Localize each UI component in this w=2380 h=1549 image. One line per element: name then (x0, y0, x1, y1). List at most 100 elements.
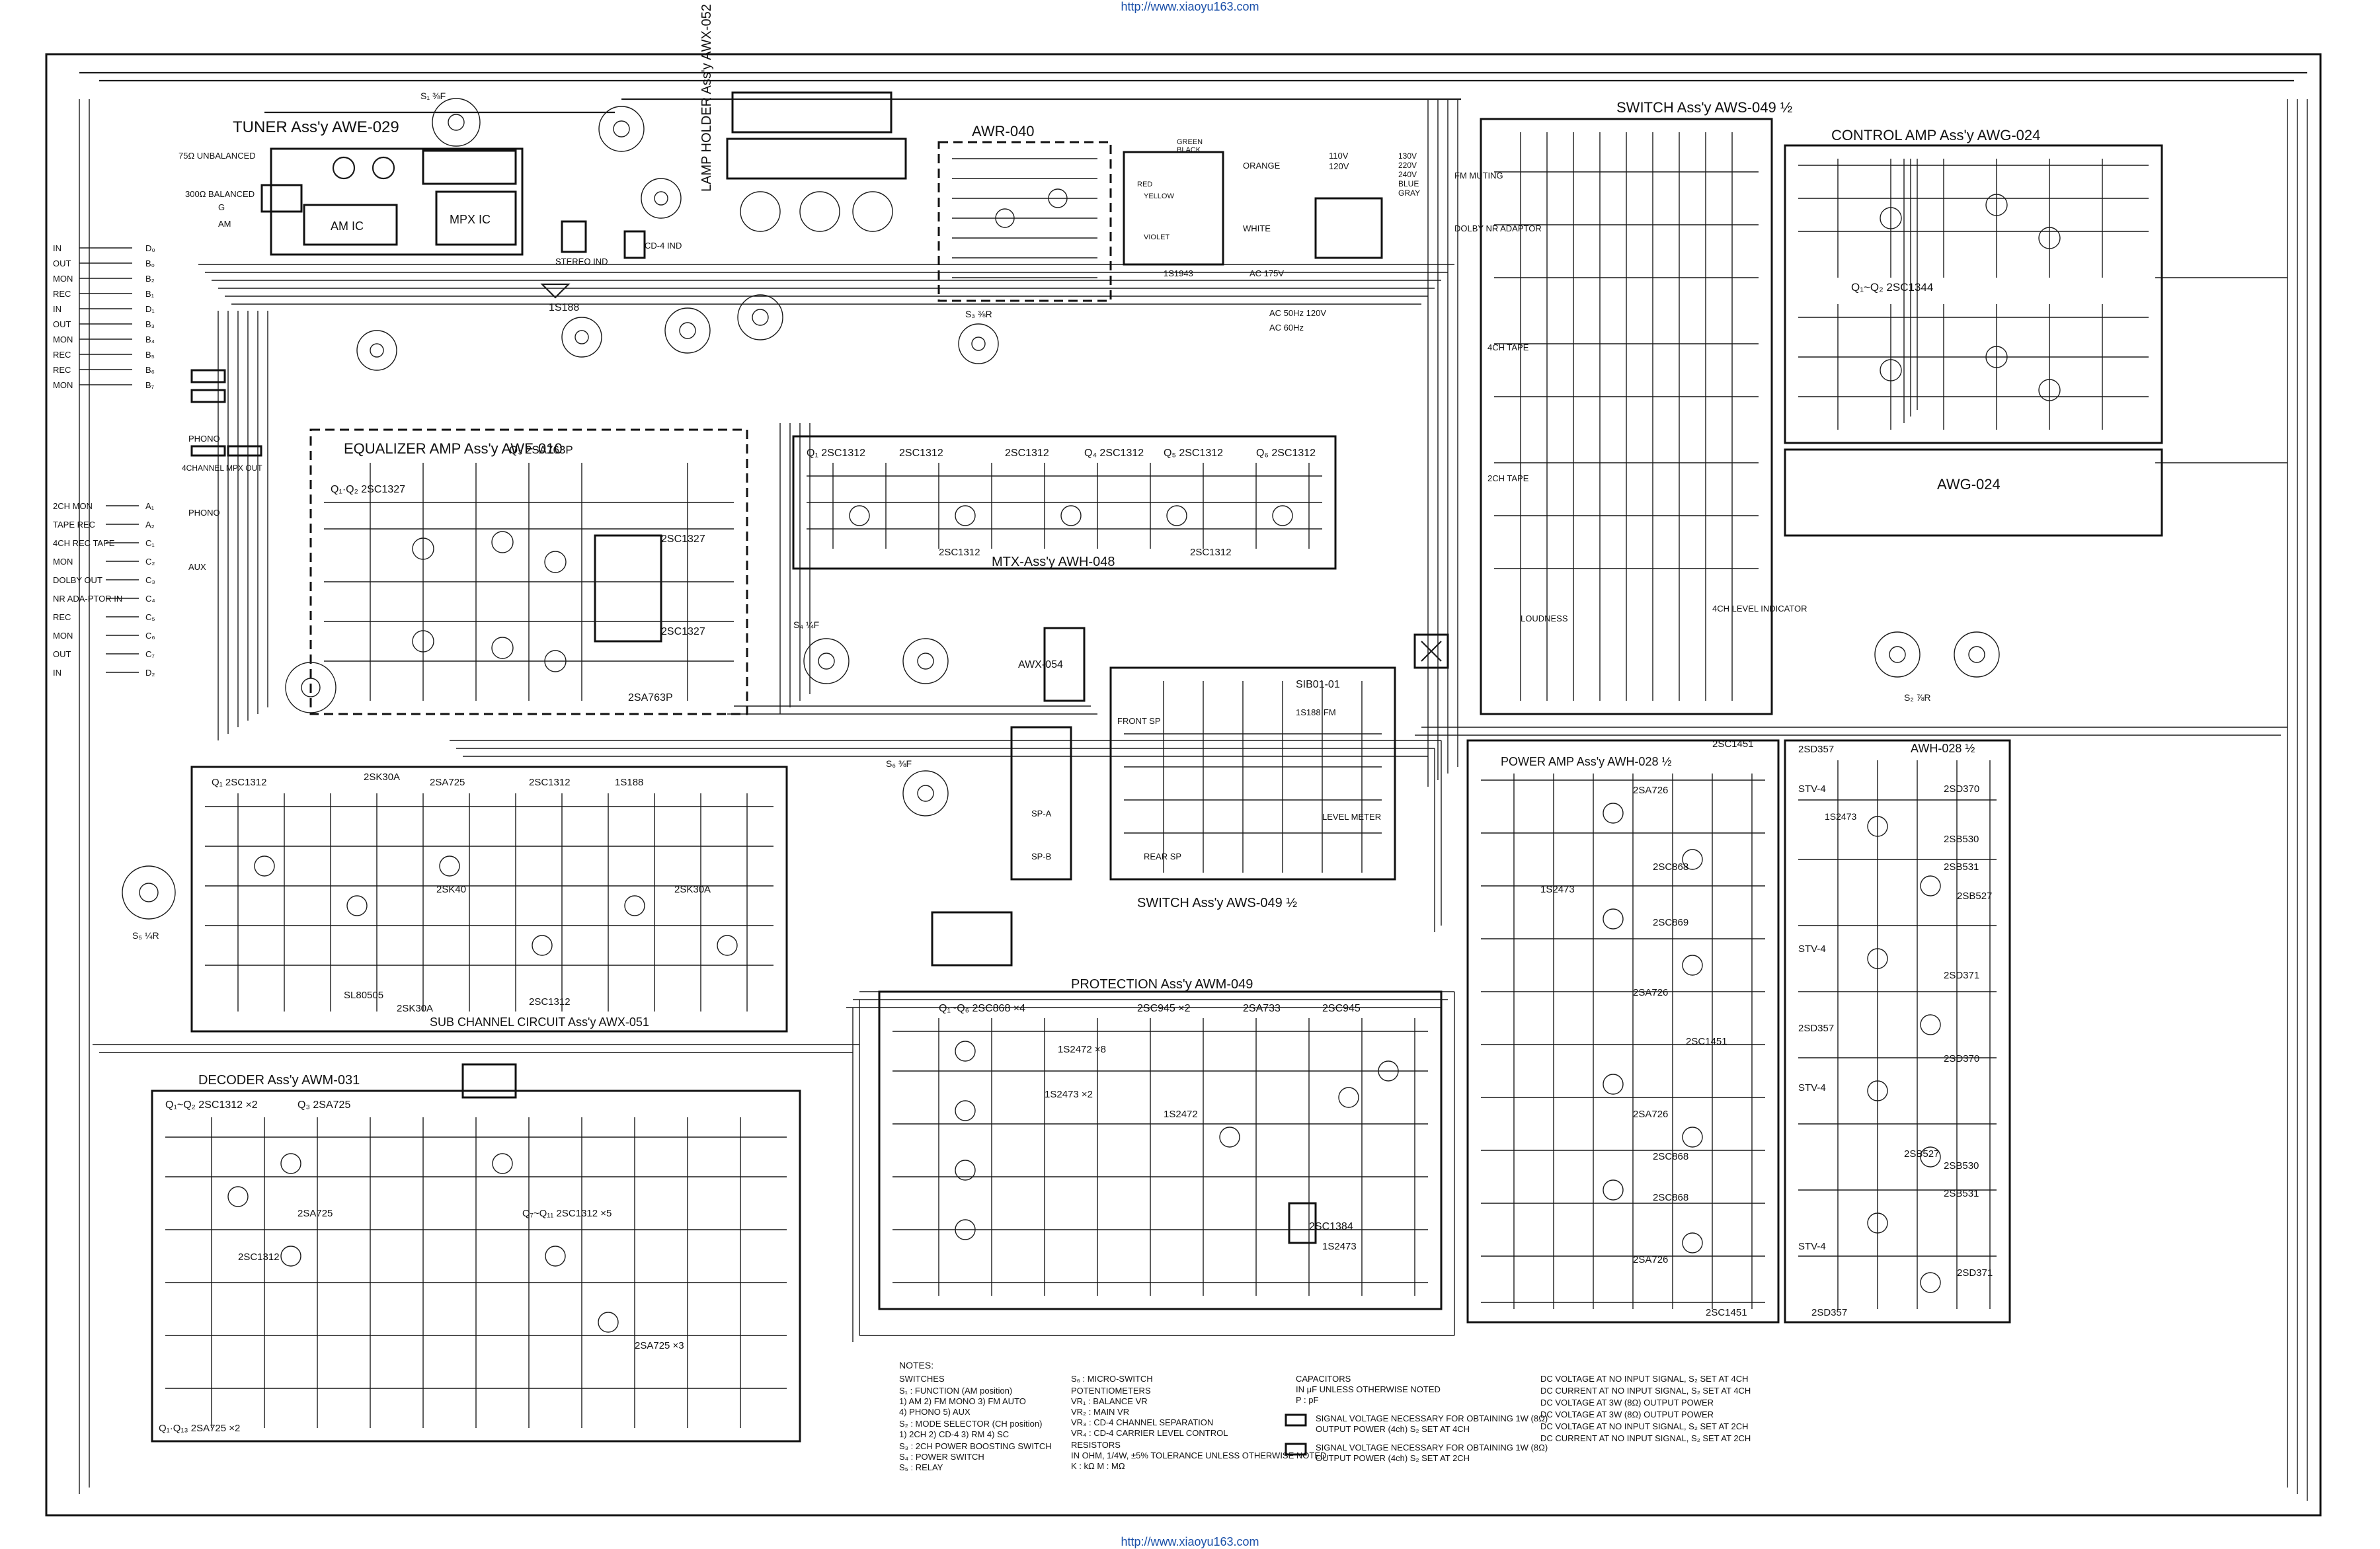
pa-t10: 2SA726 (1633, 1254, 1668, 1265)
note-sw-6: S₃ : 2CH POWER BOOSTING SWITCH (899, 1441, 1052, 1451)
sub-q7: 2SK30A (674, 884, 711, 895)
tuner-in-75: 75Ω UNBALANCED (178, 151, 256, 161)
pa-t9: 2SC868 (1653, 1192, 1688, 1203)
wire-gray: GREEN (1177, 138, 1203, 146)
tuner-title: TUNER Ass'y AWE-029 (233, 118, 399, 136)
watermark-top[interactable]: http://www.xiaoyu163.com (1121, 0, 1259, 13)
note-sw-1: S₁ : FUNCTION (AM position) (899, 1386, 1012, 1396)
note-sig-0: SIGNAL VOLTAGE NECESSARY FOR OBTAINING 1… (1316, 1413, 1548, 1423)
sib-label: SIB01-01 (1296, 679, 1340, 690)
lt2-6-name: REC (53, 612, 71, 622)
sub-q8: 2SC1312 (529, 996, 571, 1008)
tuner-in-300: 300Ω BALANCED (185, 189, 255, 199)
sub-q6: 2SK40 (436, 884, 466, 895)
pa-t0: 2SC1451 (1712, 738, 1754, 750)
pb-t11: STV-4 (1798, 1082, 1826, 1093)
pa-t4: 1S2473 (1540, 884, 1575, 895)
mtx-q3: 2SC1312 (1005, 448, 1049, 459)
input-mpx: 4CHANNEL MPX OUT (182, 463, 262, 473)
pb-t6: 2SB527 (1957, 891, 1992, 902)
s6-label: S₆ ⅜F (886, 758, 912, 769)
lt-6-pin: B₄ (145, 335, 155, 344)
protection-section: PROTECTION Ass'y AWM-049 Q₁~Q₆ 2SC868 ×4… (878, 977, 1443, 1310)
lt-0-name: IN (53, 243, 61, 253)
lt-1-name: OUT (53, 258, 71, 268)
lt-7-pin: B₅ (145, 350, 155, 360)
lt2-9-name: IN (53, 668, 61, 678)
note-cap-2: P : pF (1296, 1395, 1319, 1405)
lt2-1-name: TAPE REC (53, 520, 95, 530)
pb-t17: 2SD357 (1811, 1307, 1847, 1318)
sp-a-label: SP-A (1031, 809, 1052, 818)
wire-red: VIOLET (1144, 233, 1170, 241)
pa-t11: 2SC1451 (1706, 1307, 1747, 1318)
input-aux: AUX (188, 562, 206, 572)
pb-t15: STV-4 (1798, 1241, 1826, 1252)
awg-box-label: AWG-024 (1937, 476, 2001, 493)
note-pot-7: IN OHM, 1/4W, ±5% TOLERANCE UNLESS OTHER… (1071, 1450, 1326, 1460)
note-pot-3: VR₂ : MAIN VR (1071, 1407, 1129, 1417)
prot-d2: 1S2473 ×2 (1045, 1089, 1093, 1100)
note-cap-0: CAPACITORS (1296, 1374, 1351, 1384)
lt2-4-name: DOLBY OUT (53, 575, 102, 585)
lt-2-name: MON (53, 274, 73, 284)
eq-2sc1327a: 2SC1327 (661, 534, 705, 545)
mtx-q5: Q₅ 2SC1312 (1164, 448, 1223, 459)
input-phono: PHONO (188, 434, 220, 444)
switch-mid-section: AWX-054 SP-A SP-B FRONT SP REAR SP SIB01… (931, 627, 1396, 967)
pb-t12: 2SB527 (1904, 1148, 1939, 1160)
rotary-switches (285, 294, 949, 816)
dec-q1: Q₁~Q₂ 2SC1312 ×2 (165, 1099, 258, 1111)
decoder-section: DECODER Ass'y AWM-031 Q₁~Q₂ 2SC1312 ×2 Q… (151, 1063, 801, 1443)
pb-t4: 2SB530 (1944, 834, 1979, 845)
wire-violet: 1S1943 (1164, 268, 1193, 278)
note-sw-8: S₅ : RELAY (899, 1462, 943, 1472)
two-channel-label: AC 60Hz (1269, 323, 1304, 333)
equalizer-title: EQUALIZER AMP Ass'y AWF-010 (344, 440, 563, 457)
wire-blue: ORANGE (1243, 161, 1281, 171)
sub-q3: 2SA725 (430, 777, 465, 788)
v240: GRAY (1398, 188, 1420, 198)
notes-section: NOTES: SWITCHES S₁ : FUNCTION (AM positi… (899, 1360, 1751, 1472)
pa-t6: 2SC1451 (1686, 1036, 1727, 1047)
power-amp-section: POWER AMP Ass'y AWH-028 ½ 2SC1451 2SA726… (1466, 738, 1780, 1324)
lt-8-pin: B₆ (145, 365, 155, 375)
tuner-in-am: AM (218, 219, 231, 229)
lt-3-pin: B₁ (145, 289, 155, 299)
pa-t3: 2SC869 (1653, 917, 1688, 928)
dec-q4: 2SA725 (298, 1208, 333, 1219)
sub-q2: 2SK30A (364, 772, 400, 783)
lt-3-name: REC (53, 289, 71, 299)
note-pot-0: S₆ : MICRO-SWITCH (1071, 1374, 1153, 1384)
pa-t2: 2SC868 (1653, 861, 1688, 873)
prot-d3: 1S2472 (1164, 1109, 1198, 1120)
mtx-q2: 2SC1312 (899, 448, 943, 459)
pb-t16: 2SD371 (1957, 1267, 1993, 1279)
pb-t8: 2SD371 (1944, 970, 1979, 981)
note-dc-3: DC VOLTAGE AT 3W (8Ω) OUTPUT POWER (1540, 1410, 1714, 1419)
watermark-bottom[interactable]: http://www.xiaoyu163.com (1121, 1535, 1259, 1548)
2ch-tape-label: 2CH TAPE (1488, 473, 1529, 483)
note-pot-4: VR₃ : CD-4 CHANNEL SEPARATION (1071, 1417, 1213, 1427)
lt-9-name: MON (53, 380, 73, 390)
lt2-5-name: NR ADA-PTOR IN (53, 594, 122, 604)
tuner-in-g: G (218, 202, 225, 212)
pa-t7: 2SA726 (1633, 1109, 1668, 1120)
sub-channel-title: SUB CHANNEL CIRCUIT Ass'y AWX-051 (430, 1015, 649, 1029)
note-sw-5: 1) 2CH 2) CD-4 3) RM 4) SC (899, 1429, 1009, 1439)
pb-t1: STV-4 (1798, 783, 1826, 795)
note-sw-7: S₄ : POWER SWITCH (899, 1452, 984, 1462)
lamp-holder-title: LAMP HOLDER Ass'y AWX-052 (699, 4, 714, 192)
outer-frame (45, 53, 2322, 1517)
lt2-6-pin: C₅ (145, 612, 155, 622)
dec-q12: 2SA725 ×3 (635, 1340, 684, 1351)
sub-q4: 2SC1312 (529, 777, 571, 788)
note-pot-1: POTENTIOMETERS (1071, 1386, 1151, 1396)
pb-t0: 2SD357 (1798, 744, 1834, 755)
lt-1-pin: B₀ (145, 258, 155, 268)
mtx-q7: 2SC1312 (939, 547, 980, 558)
v110: 130V (1398, 151, 1417, 161)
